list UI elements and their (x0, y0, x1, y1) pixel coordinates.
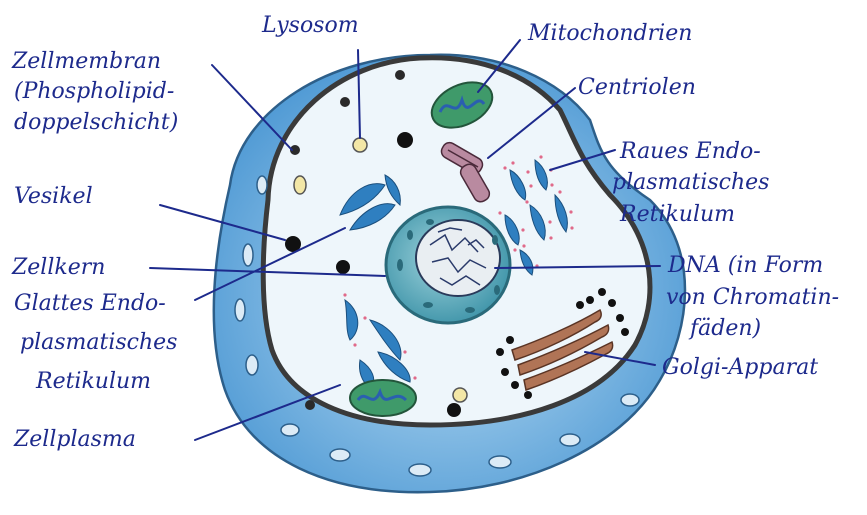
label-dna-line3: fäden) (690, 317, 761, 341)
label-zellmembran-line1: Zellmembran (12, 50, 161, 74)
label-raues-er-line3: Retikulum (620, 203, 735, 227)
label-zellkern: Zellkern (12, 256, 105, 280)
label-dna-line1: DNA (in Form (668, 254, 823, 278)
label-glattes-er-line1: Glattes Endo- (14, 292, 166, 316)
label-zellmembran-line2: (Phospholipid- (14, 80, 174, 104)
label-golgi: Golgi-Apparat (662, 356, 818, 380)
label-dna-line2: von Chromatin- (666, 286, 839, 310)
label-zellmembran-line3: doppelschicht) (14, 111, 178, 135)
label-zellplasma: Zellplasma (14, 428, 136, 452)
label-vesikel: Vesikel (14, 185, 93, 209)
label-lysosom: Lysosom (262, 14, 359, 38)
label-raues-er-line2: plasmatisches (612, 171, 769, 195)
label-raues-er-line1: Raues Endo- (620, 140, 761, 164)
mitochondrion-bottom (350, 380, 416, 416)
label-glattes-er-line3: Retikulum (36, 370, 151, 394)
label-centriolen: Centriolen (578, 76, 696, 100)
label-glattes-er-line2: plasmatisches (20, 331, 177, 355)
nucleus (386, 207, 510, 323)
label-mitochondrien: Mitochondrien (528, 22, 692, 46)
